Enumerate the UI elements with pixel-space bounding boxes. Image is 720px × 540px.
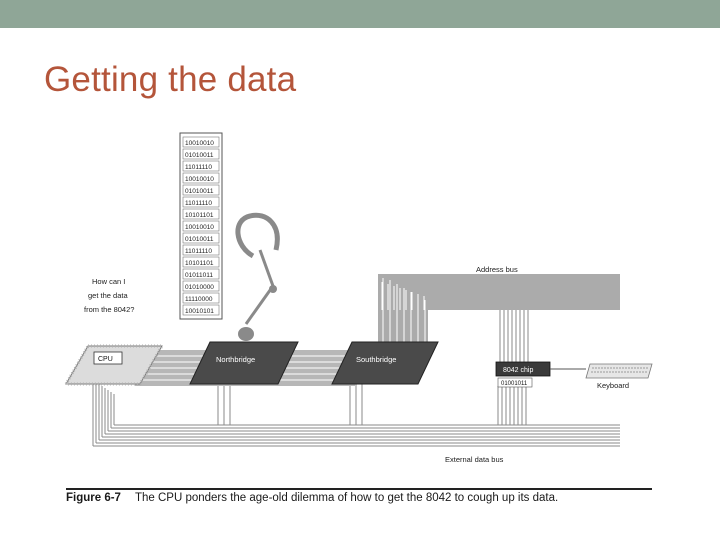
question-line-3: from the 8042? — [84, 305, 134, 314]
keyboard: Keyboard — [585, 363, 653, 390]
memory-row: 11011110 — [185, 164, 212, 171]
memory-row: 11110000 — [185, 296, 213, 303]
memory-row-cell — [182, 184, 220, 196]
memory-row-cell — [182, 172, 220, 184]
question-text: How can I get the data from the 8042? — [84, 277, 134, 314]
question-line-2: get the data — [88, 291, 128, 300]
top-accent-bar — [0, 0, 720, 28]
southbridge-chip: Southbridge — [331, 341, 439, 385]
memory-row: 10010010 — [185, 140, 214, 147]
memory-row: 01011011 — [185, 272, 213, 279]
memory-row: 01010011 — [185, 152, 214, 159]
memory-listing: 10010010 01010011 11011110 10010010 01010011… — [179, 132, 223, 320]
northbridge-label: Northbridge — [216, 355, 255, 364]
memory-row-cell — [182, 256, 220, 268]
external-data-bus-label: External data bus — [445, 455, 504, 464]
memory-row-cell — [182, 148, 220, 160]
memory-row-cell — [182, 244, 220, 256]
figure-caption: Figure 6-7 The CPU ponders the age-old di… — [66, 492, 656, 504]
memory-row: 10010010 — [185, 176, 214, 183]
memory-row-cell — [182, 232, 220, 244]
memory-row: 10101101 — [185, 212, 214, 219]
cpu-label: CPU — [98, 356, 113, 363]
chip-8042: 8042 chip 01001011 — [495, 361, 586, 388]
memory-row-cell — [182, 304, 220, 316]
bus-diagram-figure: External data bus — [60, 128, 660, 504]
memory-row-cell — [182, 136, 220, 148]
figure-number: Figure 6-7 — [66, 492, 121, 504]
question-line-1: How can I — [92, 277, 125, 286]
memory-row: 10010101 — [185, 308, 214, 315]
address-bus-label: Address bus — [476, 265, 518, 274]
chip-8042-data: 01001011 — [501, 381, 528, 387]
memory-row: 01010000 — [185, 284, 214, 291]
northbridge-chip: Northbridge — [189, 341, 299, 385]
memory-row-cell — [182, 280, 220, 292]
memory-row: 10101101 — [185, 260, 214, 267]
memory-row-cell — [182, 220, 220, 232]
memory-row-cell — [182, 268, 220, 280]
memory-row: 11011110 — [185, 248, 212, 255]
memory-row-cell — [182, 292, 220, 304]
memory-row-cell — [182, 196, 220, 208]
memory-row: 01010011 — [185, 236, 214, 243]
southbridge-label: Southbridge — [356, 355, 396, 364]
memory-row-cell — [182, 208, 220, 220]
chip-8042-label: 8042 chip — [503, 367, 533, 374]
memory-row: 01010011 — [185, 188, 214, 195]
memory-row-cell — [182, 160, 220, 172]
memory-row: 11011110 — [185, 200, 212, 207]
external-data-bus — [92, 378, 620, 447]
memory-row: 10010010 — [185, 224, 214, 231]
keyboard-label: Keyboard — [597, 381, 629, 390]
caption-rule — [66, 488, 652, 490]
caption-text: The CPU ponders the age-old dilemma of h… — [134, 492, 559, 504]
magnet-probe — [235, 212, 280, 341]
slide-title: Getting the data — [44, 60, 297, 99]
cpu-chip: CPU — [63, 344, 165, 386]
